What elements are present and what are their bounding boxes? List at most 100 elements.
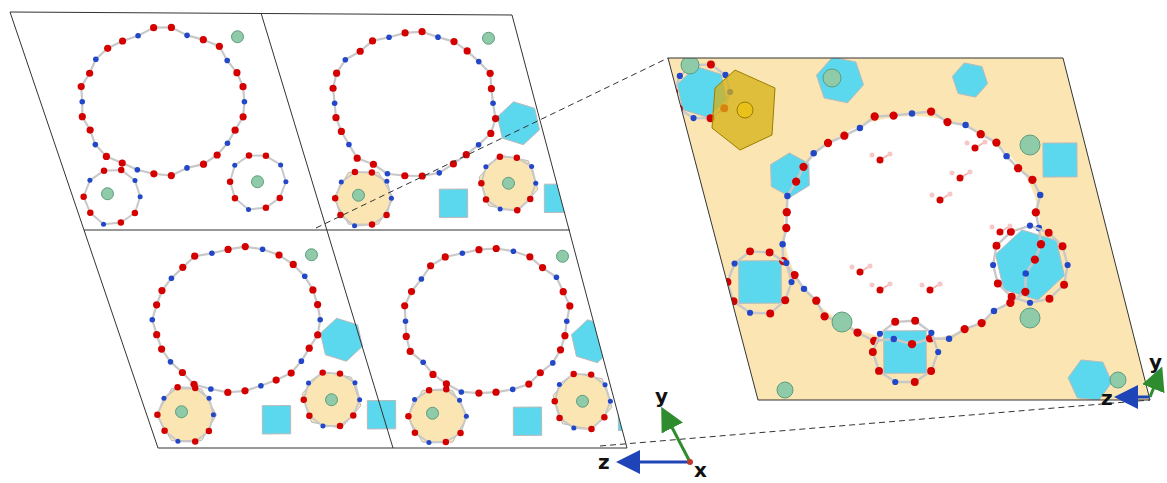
tetrahedral-atom xyxy=(991,308,997,314)
tetrahedral-atom xyxy=(498,206,503,211)
oxygen-atom xyxy=(492,389,499,396)
water-oxygen xyxy=(997,229,1004,236)
oxygen-atom xyxy=(556,415,562,421)
tetrahedral-atom xyxy=(207,396,212,401)
oxygen-atom xyxy=(514,207,520,213)
tetrahedral-atom xyxy=(935,349,941,355)
cage-background xyxy=(668,58,1150,400)
oxygen-atom xyxy=(333,70,340,77)
tetrahedral-atom xyxy=(346,142,352,148)
cation-atom xyxy=(353,189,365,201)
oxygen-atom xyxy=(401,302,408,309)
oxygen-atom xyxy=(401,172,408,179)
oxygen-atom xyxy=(1014,164,1022,172)
tetrahedral-atom xyxy=(332,100,338,106)
cage-face xyxy=(884,331,927,374)
tetrahedral-atom xyxy=(990,262,996,268)
oxygen-atom xyxy=(588,426,594,432)
tetrahedral-atom xyxy=(352,223,357,228)
oxygen-atom xyxy=(1059,242,1067,250)
oxygen-atom xyxy=(329,85,336,92)
axis-label: y xyxy=(655,386,668,406)
oxygen-atom xyxy=(539,264,546,271)
oxygen-atom xyxy=(1008,293,1016,301)
oxygen-atom xyxy=(370,161,377,168)
tetrahedral-atom xyxy=(1037,192,1043,198)
oxygen-atom xyxy=(80,194,86,200)
oxygen-atom xyxy=(154,412,160,418)
cage-face xyxy=(572,320,614,363)
axis-label: y xyxy=(1149,352,1162,372)
tetrahedral-atom xyxy=(101,222,106,227)
oxygen-atom xyxy=(475,389,482,396)
cation-atom xyxy=(306,249,318,261)
tetrahedral-atom xyxy=(476,59,482,65)
oxygen-atom xyxy=(960,325,968,333)
cation-atom xyxy=(737,102,753,118)
tetrahedral-atom xyxy=(550,360,556,366)
axis-label: z xyxy=(598,452,610,472)
oxygen-atom xyxy=(369,169,375,175)
tetrahedral-atom xyxy=(384,179,389,184)
oxygen-atom xyxy=(978,319,986,327)
water-oxygen xyxy=(937,197,944,204)
oxygen-atom xyxy=(526,253,533,260)
tetrahedral-atom xyxy=(87,178,92,183)
framework-atoms xyxy=(78,24,613,445)
oxygen-atom xyxy=(429,371,436,378)
cage-face xyxy=(817,57,864,103)
tetrahedral-atom xyxy=(510,387,516,393)
tetrahedral-atom xyxy=(1065,262,1071,268)
bond xyxy=(674,92,679,109)
oxygen-atom xyxy=(408,288,415,295)
tetrahedral-atom xyxy=(801,286,807,292)
oxygen-atom xyxy=(875,367,883,375)
oxygen-atom xyxy=(338,128,345,135)
tetrahedral-atom xyxy=(435,34,441,40)
tetrahedral-atom xyxy=(283,179,288,184)
cage-face xyxy=(262,406,290,435)
oxygen-atom xyxy=(450,38,457,45)
tetrahedral-atom xyxy=(93,142,99,148)
tetrahedral-atom xyxy=(557,382,562,387)
tetrahedral-atom xyxy=(317,317,323,323)
oxygen-atom xyxy=(200,36,207,43)
oxygen-atom xyxy=(87,126,94,133)
oxygen-atom xyxy=(158,345,165,352)
oxygen-atom xyxy=(86,70,93,77)
oxygen-atom xyxy=(239,83,246,90)
oxygen-atom xyxy=(232,195,238,201)
tetrahedral-atom xyxy=(184,165,190,171)
tetrahedral-atom xyxy=(242,99,248,105)
oxygen-atom xyxy=(746,247,754,255)
tetrahedral-atom xyxy=(962,122,968,128)
oxygen-atom xyxy=(492,115,499,122)
water-oxygen xyxy=(972,145,979,152)
water-hydrogen xyxy=(1008,224,1013,229)
oxygen-atom xyxy=(840,132,848,140)
tetrahedral-atom xyxy=(677,73,683,79)
tetrahedral-atom xyxy=(747,310,753,316)
oxygen-atom xyxy=(464,47,471,54)
oxygen-atom xyxy=(179,369,186,376)
oxygen-atom xyxy=(354,155,361,162)
oxygen-atom xyxy=(277,195,283,201)
oxygen-atom xyxy=(383,212,389,218)
oxygen-atom xyxy=(319,369,325,375)
oxygen-atom xyxy=(179,264,186,271)
cell-outline xyxy=(10,12,627,448)
oxygen-atom xyxy=(87,210,93,216)
oxygen-atom xyxy=(352,169,358,175)
cation-atom xyxy=(503,177,515,189)
oxygen-atom xyxy=(350,412,356,418)
oxygen-atom xyxy=(168,172,175,179)
tetrahedral-atom xyxy=(211,412,216,417)
coordination-polyhedron xyxy=(712,70,775,150)
bond xyxy=(605,385,610,401)
tetrahedral-atom xyxy=(246,207,251,212)
oxygen-atom xyxy=(153,331,160,338)
oxygen-atom xyxy=(443,439,449,445)
oxygen-atom xyxy=(306,413,312,419)
tetrahedral-atom xyxy=(385,171,391,177)
